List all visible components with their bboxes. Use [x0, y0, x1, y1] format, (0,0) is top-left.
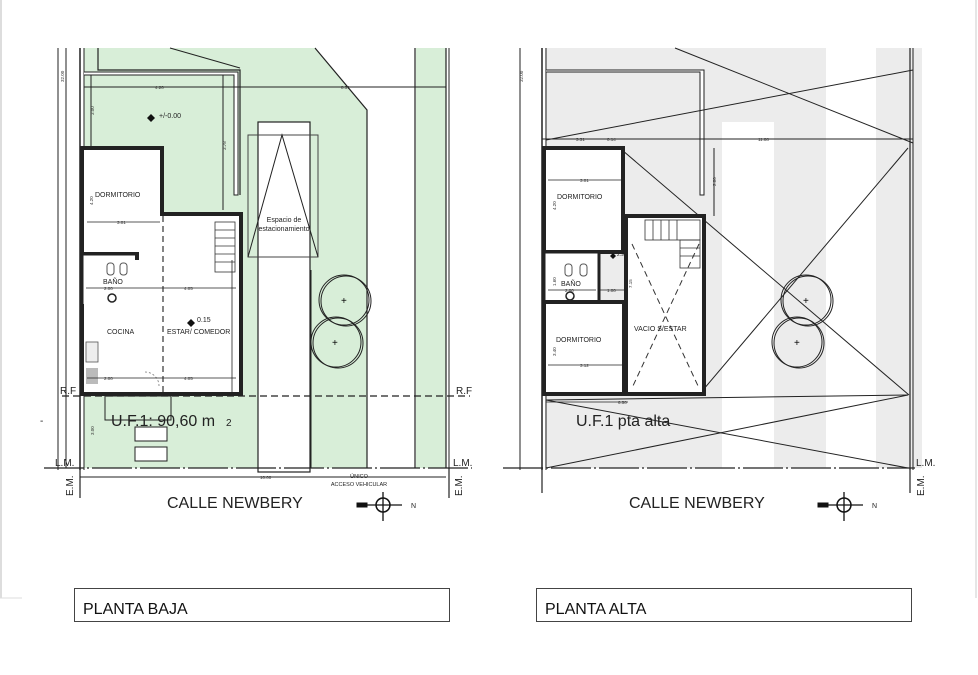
rf-mark: R.F: [456, 386, 472, 397]
svg-text:10.00: 10.00: [260, 475, 272, 480]
svg-text:3.01: 3.01: [117, 220, 126, 225]
svg-text:2.00: 2.00: [104, 376, 113, 381]
unit-label: U.F.1 pta alta: [576, 413, 670, 430]
room-label: BAÑO: [103, 277, 123, 286]
svg-text:2.00: 2.00: [104, 286, 113, 291]
room-label: DORMITORIO: [95, 192, 141, 199]
north-arrow-icon: [356, 492, 402, 521]
room-label: VACIO S/ESTAR: [634, 326, 687, 333]
svg-text:N: N: [411, 503, 416, 510]
svg-text:-: -: [40, 416, 43, 427]
title-planta-baja: PLANTA BAJA: [83, 601, 188, 618]
svg-text:6.50: 6.50: [618, 400, 627, 405]
green-strip: [416, 48, 446, 468]
svg-text:2.00: 2.00: [565, 288, 574, 293]
plan-planta-alta: + +: [503, 47, 922, 521]
em-mark: E.M.: [65, 475, 76, 496]
parking-space: [257, 121, 311, 473]
em-mark: E.M.: [454, 475, 465, 496]
title-block-planta-baja: PLANTA BAJA: [74, 588, 450, 622]
svg-text:ÚNICO: ÚNICO: [350, 473, 368, 480]
level-label: 2.95: [617, 252, 627, 258]
svg-text:7.15: 7.15: [628, 279, 633, 288]
lm-mark: L.M.: [916, 458, 935, 469]
svg-text:32.00: 32.00: [60, 70, 65, 82]
svg-text:32.00: 32.00: [519, 70, 524, 82]
svg-text:0.14: 0.14: [607, 137, 616, 142]
svg-text:4.20: 4.20: [155, 85, 164, 90]
lm-mark: L.M.: [55, 458, 74, 469]
svg-text:ACCESO VEHICULAR: ACCESO VEHICULAR: [331, 482, 387, 488]
svg-text:4.20: 4.20: [552, 201, 557, 210]
level-marker-icon: [610, 253, 616, 259]
svg-text:4.20: 4.20: [89, 196, 94, 205]
svg-text:+: +: [341, 296, 347, 307]
room-label: ESTAR/ COMEDOR: [167, 329, 230, 336]
north-arrow-icon: [817, 492, 863, 521]
svg-text:8.51: 8.51: [341, 85, 350, 90]
em-mark: E.M.: [916, 475, 927, 496]
unit-label: U.F.1: 90,60 m: [111, 413, 215, 430]
svg-text:2.80: 2.80: [712, 177, 717, 186]
svg-text:N: N: [872, 503, 877, 510]
svg-text:4.05: 4.05: [184, 376, 193, 381]
svg-text:1.60: 1.60: [552, 277, 557, 286]
svg-text:3.00: 3.00: [90, 106, 95, 115]
rf-mark: R.F: [60, 386, 76, 397]
unit-label-sup: 2: [226, 418, 232, 429]
parking-label: estacionamiento: [259, 226, 310, 233]
svg-text:3.01: 3.01: [580, 178, 589, 183]
svg-text:3.12: 3.12: [580, 363, 589, 368]
svg-text:+: +: [332, 338, 338, 349]
svg-text:+: +: [794, 338, 800, 349]
title-block-planta-alta: PLANTA ALTA: [536, 588, 912, 622]
room-label: DORMITORIO: [556, 337, 602, 344]
svg-text:3.78: 3.78: [222, 141, 227, 150]
svg-text:11.88: 11.88: [758, 137, 769, 142]
svg-text:4.05: 4.05: [184, 286, 193, 291]
level-marker-icon: [147, 114, 155, 122]
svg-text:1.00: 1.00: [607, 288, 616, 293]
level-label: +/-0.00: [159, 113, 181, 120]
title-planta-alta: PLANTA ALTA: [545, 601, 647, 618]
svg-text:+: +: [803, 296, 809, 307]
room-label: BAÑO: [561, 279, 581, 288]
svg-text:3.00: 3.00: [90, 426, 95, 435]
room-label: DORMITORIO: [557, 194, 603, 201]
lm-mark: L.M.: [453, 458, 472, 469]
svg-text:3.31: 3.31: [576, 137, 585, 142]
room-label: COCINA: [107, 329, 135, 336]
parking-label: Espacio de: [267, 217, 302, 224]
street-name: CALLE NEWBERY: [167, 495, 303, 512]
svg-text:3.40: 3.40: [552, 347, 557, 356]
street-name: CALLE NEWBERY: [629, 495, 765, 512]
level-label: 0.15: [197, 317, 211, 324]
level-marker-icon: [187, 319, 195, 327]
plan-planta-baja: + +: [44, 47, 472, 521]
